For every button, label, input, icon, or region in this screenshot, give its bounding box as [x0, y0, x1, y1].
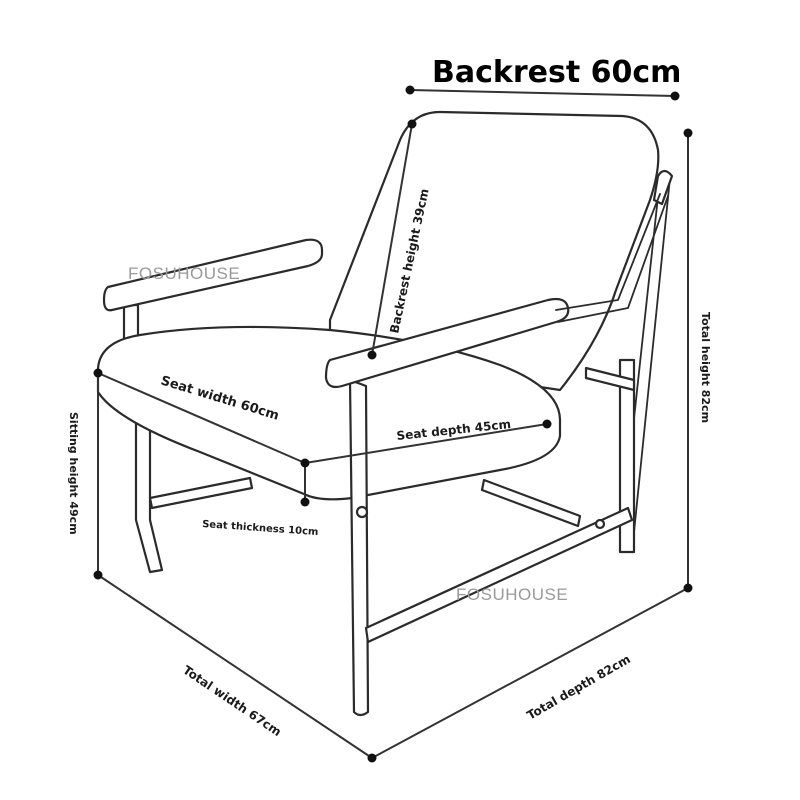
bolt-left: [355, 505, 369, 519]
backrest-height-line: [371, 123, 413, 356]
chair-illustration: [96, 110, 674, 717]
rear-right-leg: [618, 358, 636, 554]
rear-stretcher: [584, 366, 636, 392]
dot-backrest-left: [405, 85, 415, 95]
dot-floor-front: [367, 753, 377, 763]
front-right-leg: [348, 378, 370, 717]
brand-watermark-left: FOSUHOUSE: [128, 264, 240, 283]
inner-rail: [480, 478, 582, 528]
total-width-line: [97, 574, 373, 759]
dot-seat-left: [93, 368, 103, 378]
right-frame-back-inner: [631, 177, 671, 553]
seat-depth-line: [304, 423, 548, 464]
dimension-dots: [93, 85, 693, 763]
seat-thickness-label: Seat thickness 10cm: [202, 519, 319, 538]
dot-backrest-top: [407, 119, 417, 129]
dot-backrest-right: [670, 91, 680, 101]
backrest-width-line: [409, 89, 676, 97]
dot-top-right: [683, 128, 693, 138]
sitting-height-label: Sitting height 49cm: [67, 412, 80, 535]
total-depth-label: Total depth 82cm: [525, 652, 633, 723]
total-width-label: Total width 67cm: [180, 663, 284, 739]
dot-floor-right: [683, 583, 693, 593]
title: Backrest 60cm: [432, 55, 681, 90]
dot-seat-front: [300, 458, 310, 468]
seat-width-line: [97, 372, 306, 464]
total-height-label: Total height 82cm: [699, 312, 712, 423]
dot-seat-back: [542, 419, 552, 429]
bolt-right: [594, 518, 606, 530]
left-armrest: [102, 238, 324, 312]
dot-seat-bottom: [300, 497, 310, 507]
side-rail-bottom: [364, 506, 634, 644]
arm-frame-back-inner: [557, 195, 669, 323]
seat-cushion-side: [96, 372, 562, 501]
dot-backrest-bottom: [367, 350, 377, 360]
right-armrest: [324, 297, 570, 389]
dot-floor-left: [93, 570, 103, 580]
dimension-lines: [97, 89, 689, 759]
left-stretcher: [148, 476, 254, 510]
arm-frame-back: [555, 193, 661, 311]
total-depth-line: [371, 587, 689, 759]
backrest-cushion: [328, 110, 660, 392]
brand-watermark-right: FOSUHOUSE: [456, 585, 568, 604]
